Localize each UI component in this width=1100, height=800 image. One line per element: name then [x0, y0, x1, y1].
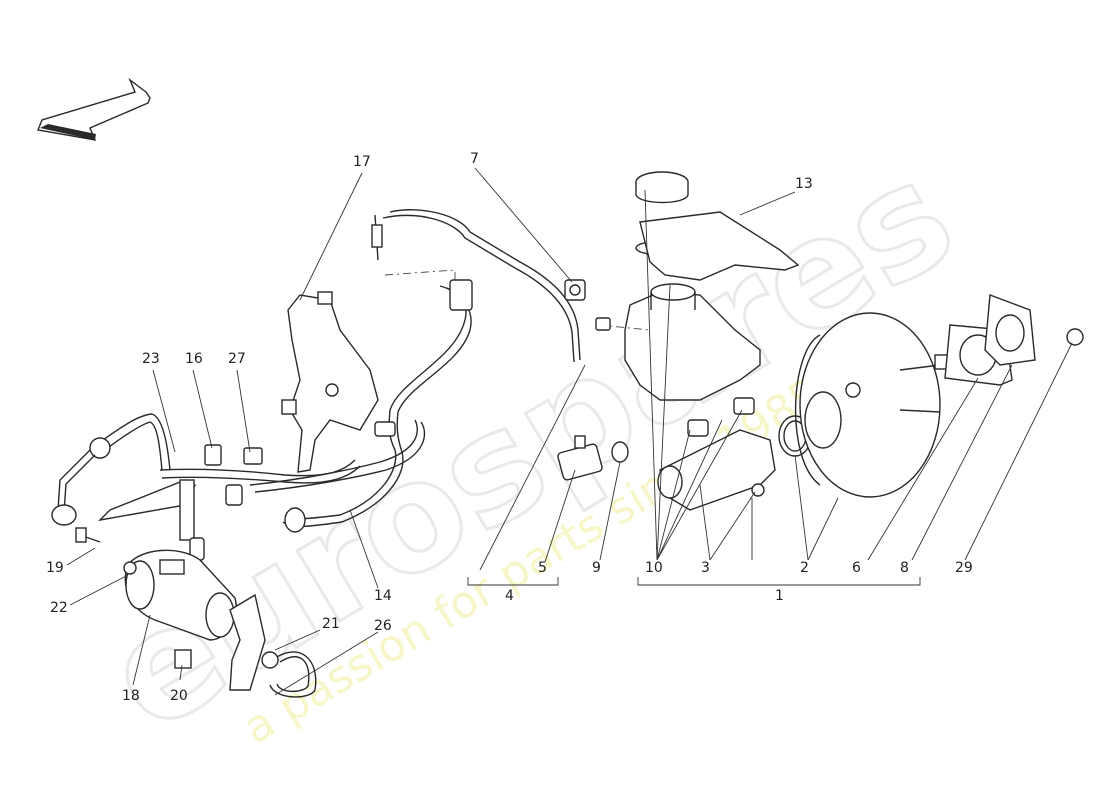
callout-19: 19: [46, 560, 64, 576]
mounting-bracket: [281, 291, 379, 473]
clip-27: [243, 447, 263, 465]
master-cylinder: [657, 397, 776, 511]
callout-13: 13: [795, 176, 813, 192]
callout-14: 14: [374, 588, 392, 604]
callout-8: 8: [900, 560, 909, 576]
callout-18: 18: [122, 688, 140, 704]
callout-5: 5: [538, 560, 547, 576]
callout-4: 4: [505, 588, 514, 604]
left-hose-assembly: [51, 413, 243, 561]
brake-booster: [794, 312, 950, 498]
callout-20: 20: [170, 688, 188, 704]
direction-arrow-icon: [37, 77, 151, 141]
nut-29: [1066, 328, 1084, 346]
callout-23: 23: [142, 351, 160, 367]
callout-21: 21: [322, 616, 340, 632]
reservoir-shield: [639, 211, 800, 281]
callout-7: 7: [470, 151, 479, 167]
callout-16: 16: [185, 351, 203, 367]
callout-22: 22: [50, 600, 68, 616]
leader-lines: [66, 167, 1073, 696]
vacuum-pump: [75, 527, 317, 698]
callout-3: 3: [701, 560, 710, 576]
callout-17: 17: [353, 154, 371, 170]
callout-26: 26: [374, 618, 392, 634]
pressure-sensor: [557, 435, 629, 481]
brake-hose: [159, 209, 581, 533]
clip-16: [204, 444, 222, 466]
callout-1: 1: [775, 588, 784, 604]
callout-9: 9: [592, 560, 601, 576]
callout-2: 2: [800, 560, 809, 576]
brake-fluid-reservoir: [595, 283, 761, 401]
clip-7: [564, 279, 586, 301]
callout-29: 29: [955, 560, 973, 576]
callout-6: 6: [852, 560, 861, 576]
callout-labels: 17 7 13 23 16 27 19 22 18 20 21 26 14 5 …: [46, 151, 973, 704]
callout-10: 10: [645, 560, 663, 576]
callout-27: 27: [228, 351, 246, 367]
